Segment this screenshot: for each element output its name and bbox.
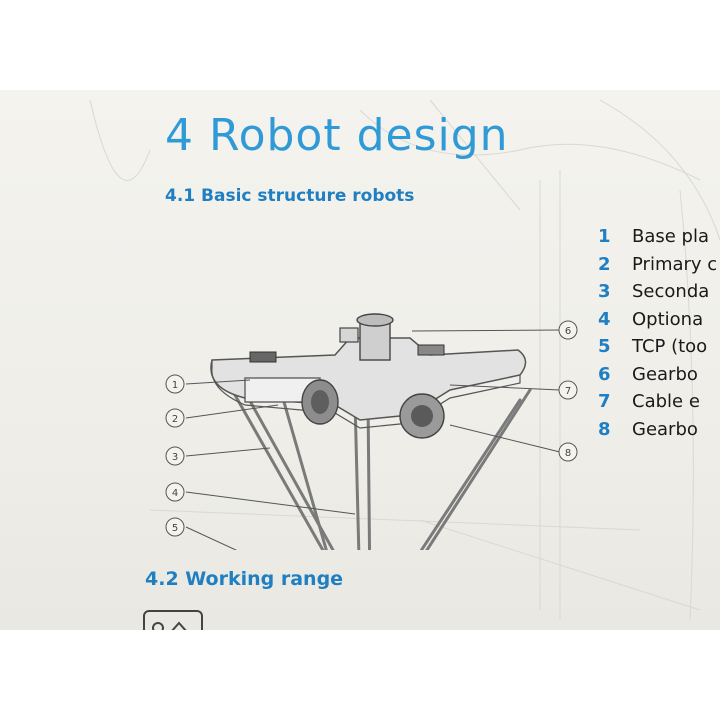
robot-arms — [233, 386, 532, 550]
callout-3: 3 — [172, 452, 178, 463]
callout-4: 4 — [172, 488, 178, 499]
section-heading-working-range: 4.2 Working range — [145, 568, 344, 590]
working-range-icon — [143, 610, 203, 630]
callout-2: 2 — [172, 414, 178, 425]
callout-7: 7 — [565, 386, 571, 397]
manual-page: 4 Robot design 4.1 Basic structure robot… — [0, 90, 720, 630]
callout-1: 1 — [172, 380, 178, 391]
motor-left — [244, 377, 339, 425]
delta-robot-diagram: 1 2 3 4 5 6 7 8 — [165, 313, 578, 550]
callout-6: 6 — [565, 326, 571, 337]
motor-right — [399, 393, 445, 439]
connector-box — [417, 344, 445, 356]
page-title: 4 Robot design — [165, 110, 509, 161]
callout-8: 8 — [565, 448, 571, 459]
callout-5: 5 — [172, 523, 178, 534]
top-gearbox — [339, 313, 394, 361]
connector-box — [249, 351, 277, 363]
section-heading-basic-structure: 4.1 Basic structure robots — [165, 186, 415, 206]
